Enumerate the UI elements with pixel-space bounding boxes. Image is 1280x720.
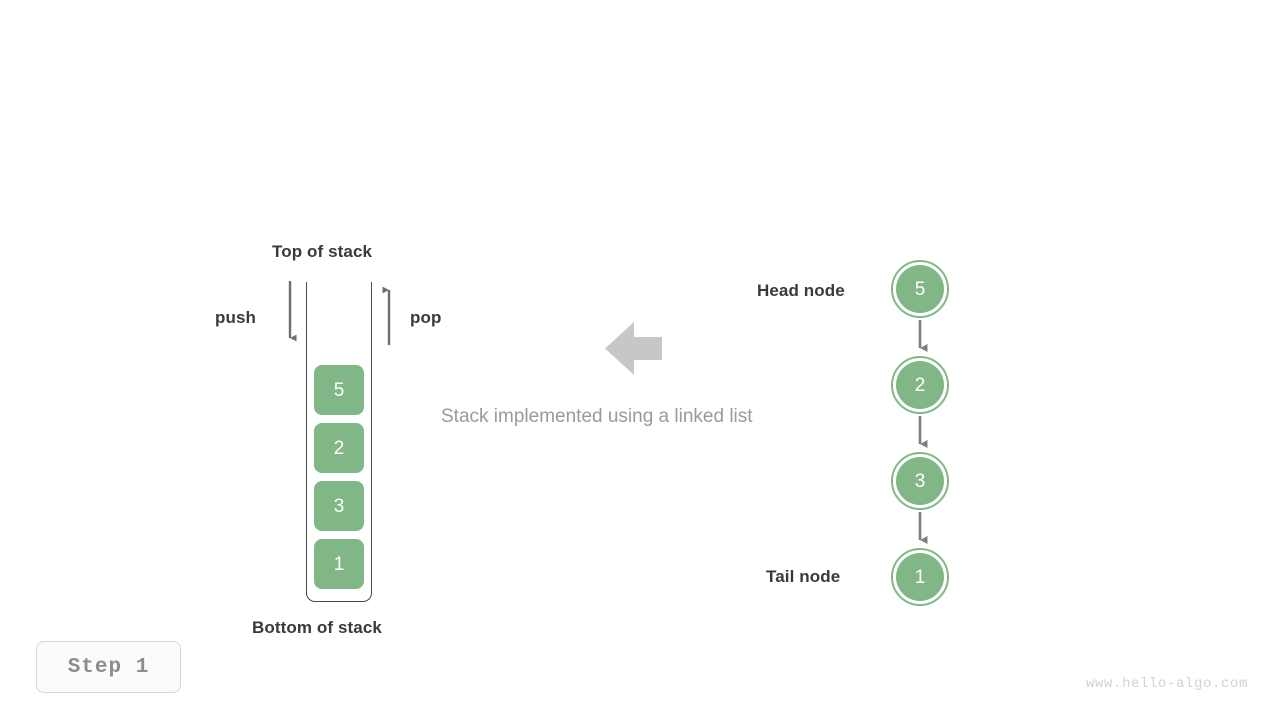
list-node-value: 3 <box>896 457 944 505</box>
list-node-value: 1 <box>896 553 944 601</box>
caption-text: Stack implemented using a linked list <box>441 406 753 427</box>
top-of-stack-label: Top of stack <box>272 242 373 261</box>
tail-node-label: Tail node <box>766 567 841 586</box>
head-node-label: Head node <box>757 281 845 300</box>
list-node-value: 2 <box>896 361 944 409</box>
stack-cell: 1 <box>314 539 364 589</box>
list-node-value: 5 <box>896 265 944 313</box>
list-node: 5 <box>891 260 949 318</box>
bottom-of-stack-label: Bottom of stack <box>252 618 382 637</box>
conversion-arrow-icon <box>605 322 662 375</box>
stack-container <box>306 282 372 602</box>
push-label: push <box>215 308 257 327</box>
list-node: 1 <box>891 548 949 606</box>
stack-cell: 3 <box>314 481 364 531</box>
watermark-text: www.hello-algo.com <box>1085 676 1248 692</box>
stack-cell: 2 <box>314 423 364 473</box>
list-node: 3 <box>891 452 949 510</box>
pop-label: pop <box>410 308 442 327</box>
stack-cell: 5 <box>314 365 364 415</box>
step-badge: Step 1 <box>36 641 181 693</box>
list-node: 2 <box>891 356 949 414</box>
